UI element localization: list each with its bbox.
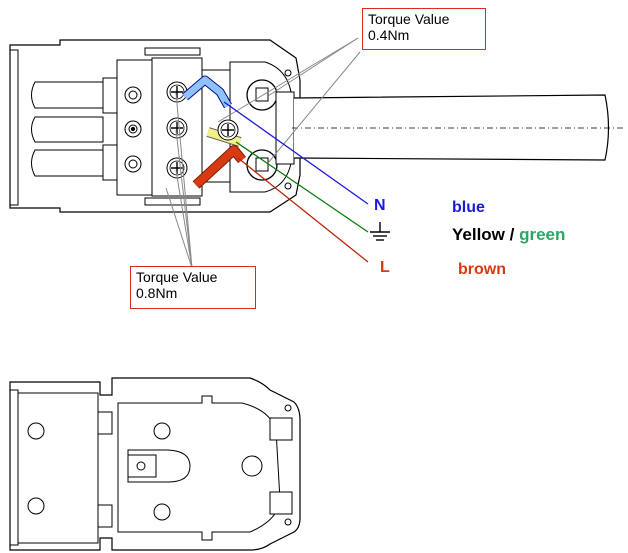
earth-ground-icon — [370, 222, 390, 241]
bottom-torque-leaders — [165, 92, 193, 269]
wire-earth — [206, 119, 242, 147]
wire-live — [192, 145, 246, 189]
live-callout-line — [237, 157, 369, 263]
neutral-letter: N — [374, 197, 386, 214]
earth-callout-line — [235, 141, 369, 233]
earth-color-name: green — [519, 225, 566, 244]
torque-callout-top: Torque Value 0.4Nm — [362, 8, 486, 50]
neutral-callout-line — [223, 101, 369, 205]
torque-top-title: Torque Value — [368, 11, 450, 27]
torque-bottom-title: Torque Value — [136, 269, 218, 285]
live-color-name: brown — [458, 261, 506, 278]
live-letter: L — [380, 259, 390, 276]
earth-color-label: Yellow / green — [452, 226, 565, 244]
wire-neutral — [182, 75, 232, 109]
torque-top-value: 0.4Nm — [368, 27, 410, 43]
torque-callout-bottom: Torque Value 0.8Nm — [130, 266, 256, 309]
torque-bottom-value: 0.8Nm — [136, 285, 178, 301]
neutral-color-name: blue — [452, 199, 485, 216]
bottom-housing-view — [9, 377, 301, 551]
top-connector-assembly — [9, 39, 625, 213]
earth-color-prefix: Yellow / — [452, 225, 520, 244]
